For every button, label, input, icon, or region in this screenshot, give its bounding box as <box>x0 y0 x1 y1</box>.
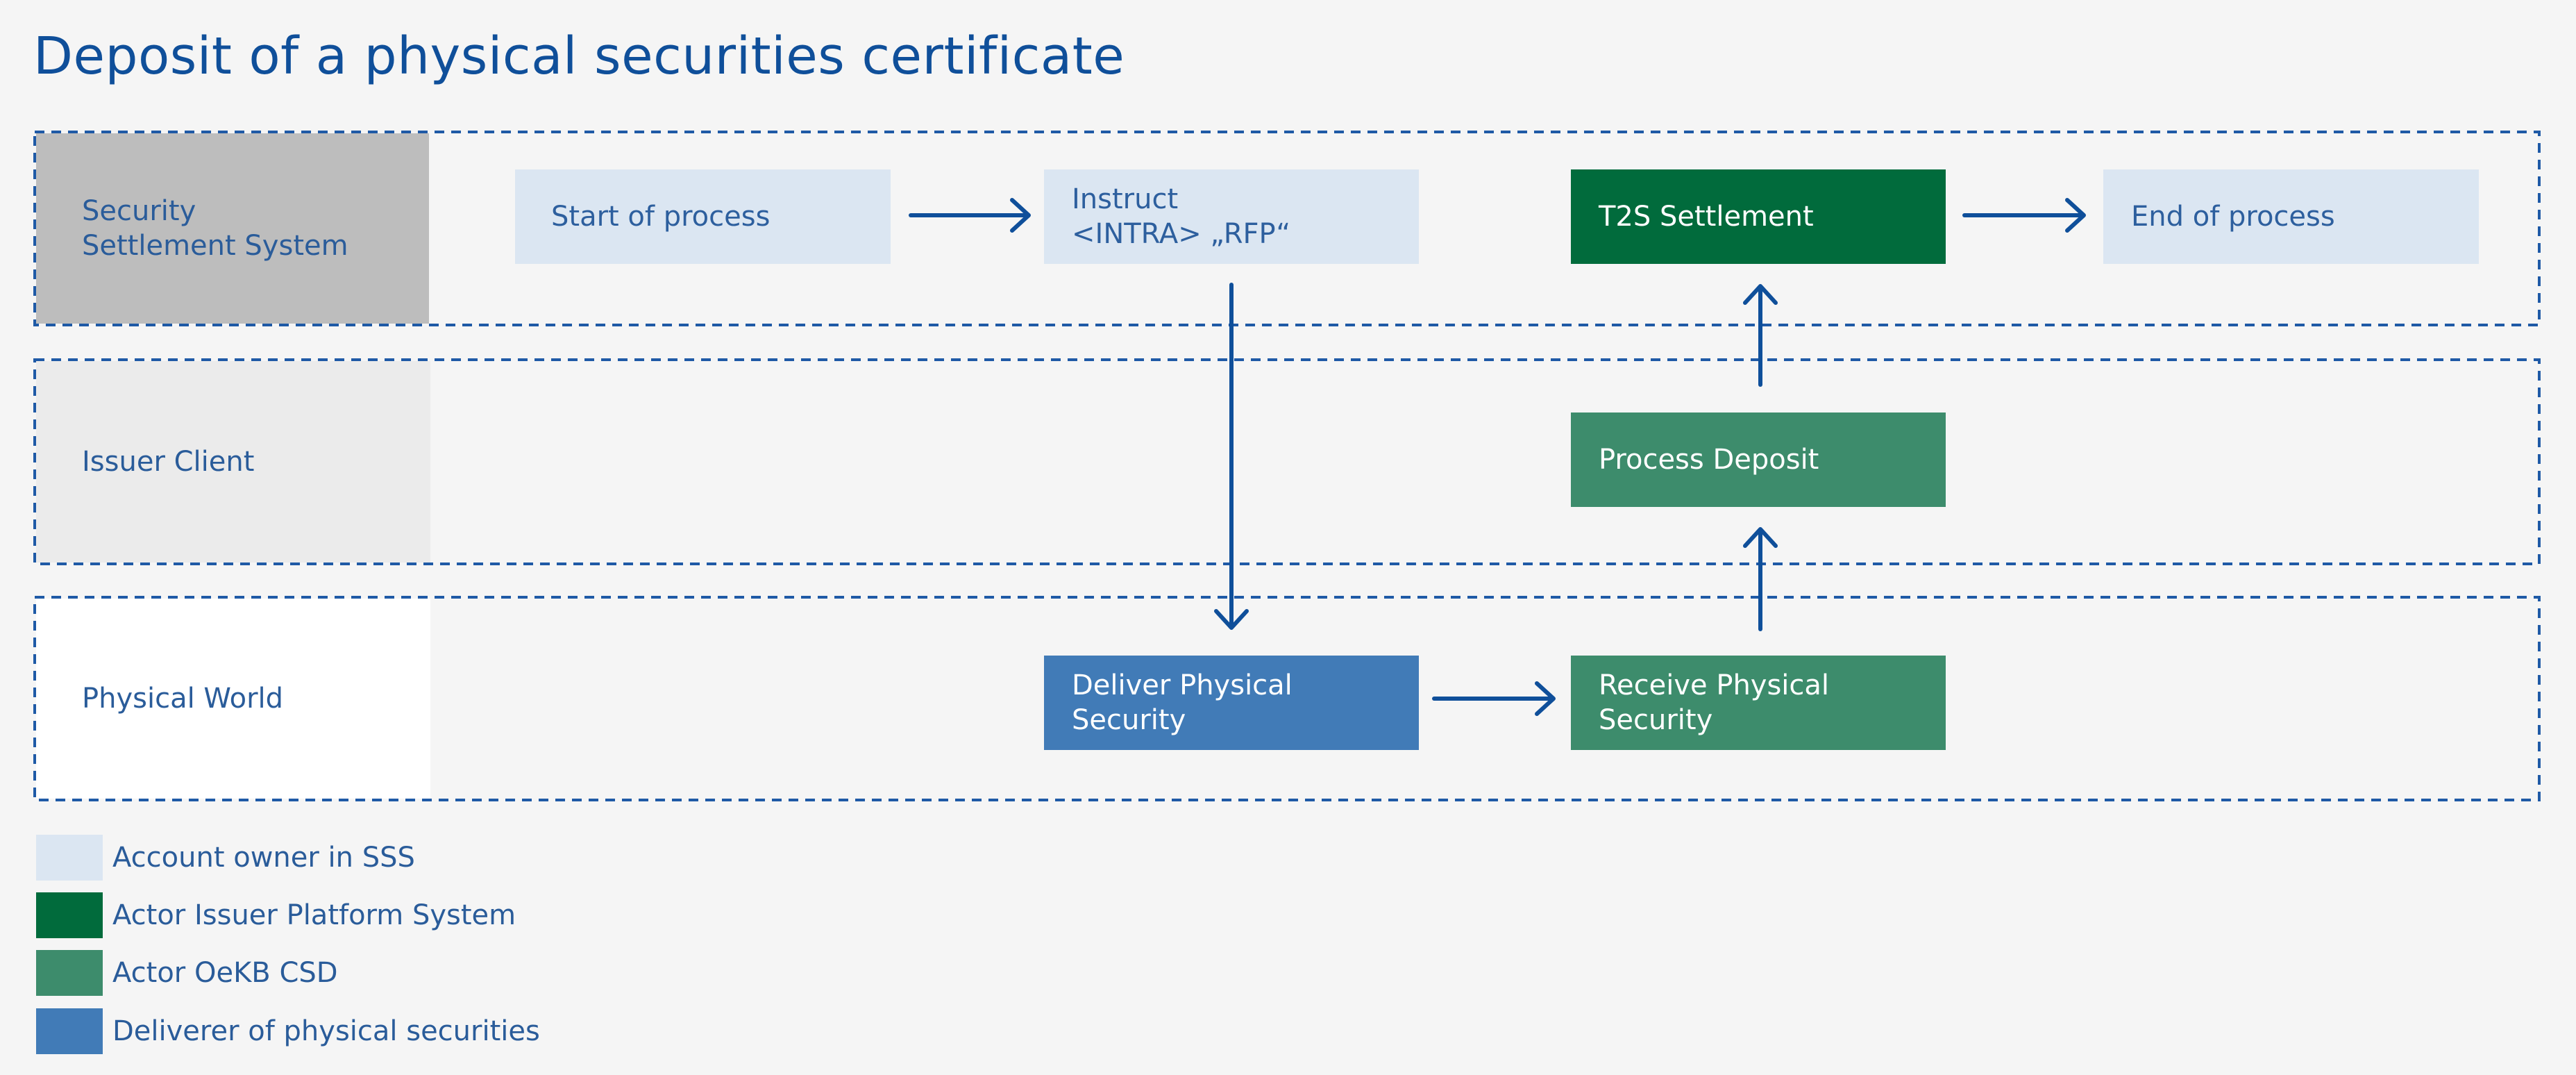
box-deliver-physical-security: Deliver Physical Security <box>1044 656 1419 750</box>
arrowhead-t2s-to-end <box>2065 198 2086 233</box>
box-start-of-process: Start of process <box>515 169 891 264</box>
legend-label: Account owner in SSS <box>112 842 415 874</box>
legend-swatch <box>36 892 103 938</box>
legend-label: Actor OeKB CSD <box>112 957 338 989</box>
lane-border-physical-world <box>33 596 2541 801</box>
box-receive-text: Receive Physical Security <box>1599 669 1830 736</box>
legend-swatch <box>36 950 103 996</box>
box-t2s-text: T2S Settlement <box>1599 201 1814 233</box>
box-end-of-process: End of process <box>2103 169 2479 264</box>
legend-item-issuer-platform: Actor Issuer Platform System <box>36 892 516 938</box>
lane-border-sss <box>33 131 2541 326</box>
box-receive-physical-security: Receive Physical Security <box>1571 656 1946 750</box>
box-deliver-text: Deliver Physical Security <box>1072 669 1293 736</box>
arrowhead-receive-to-process <box>1743 527 1778 548</box>
lane-physical-world-text: Physical World <box>82 683 284 715</box>
legend-item-oekb-csd: Actor OeKB CSD <box>36 950 338 996</box>
legend-swatch <box>36 835 103 881</box>
page-title: Deposit of a physical securities certifi… <box>33 26 1125 86</box>
lane-sss-text: Security Settlement System <box>82 195 348 262</box>
arrowhead-deliver-to-receive <box>1535 681 1556 716</box>
legend-label: Deliverer of physical securities <box>112 1015 540 1047</box>
lane-border-issuer-client <box>33 358 2541 565</box>
legend-item-deliverer: Deliverer of physical securities <box>36 1008 540 1054</box>
legend-swatch <box>36 1008 103 1054</box>
legend-item-account-owner: Account owner in SSS <box>36 835 415 881</box>
arrowhead-process-to-t2s <box>1743 284 1778 305</box>
arrowhead-start-to-instruct <box>1010 198 1031 233</box>
legend-label: Actor Issuer Platform System <box>112 899 516 931</box>
lane-issuer-client-text: Issuer Client <box>82 446 255 478</box>
box-t2s-settlement: T2S Settlement <box>1571 169 1946 264</box>
lane-label-physical-world: Physical World <box>36 599 430 799</box>
box-start-text: Start of process <box>551 201 771 233</box>
arrowhead-instruct-to-deliver <box>1214 609 1249 630</box>
lane-label-issuer-client: Issuer Client <box>36 361 430 562</box>
box-process-deposit: Process Deposit <box>1571 412 1946 507</box>
box-instruct-intra-rfp: Instruct <INTRA> „RFP“ <box>1044 169 1419 264</box>
box-instruct-text: Instruct <INTRA> „RFP“ <box>1072 183 1291 250</box>
box-end-text: End of process <box>2131 201 2335 233</box>
box-process-deposit-text: Process Deposit <box>1599 444 1819 476</box>
lane-label-security-settlement-system: Security Settlement System <box>36 133 429 324</box>
